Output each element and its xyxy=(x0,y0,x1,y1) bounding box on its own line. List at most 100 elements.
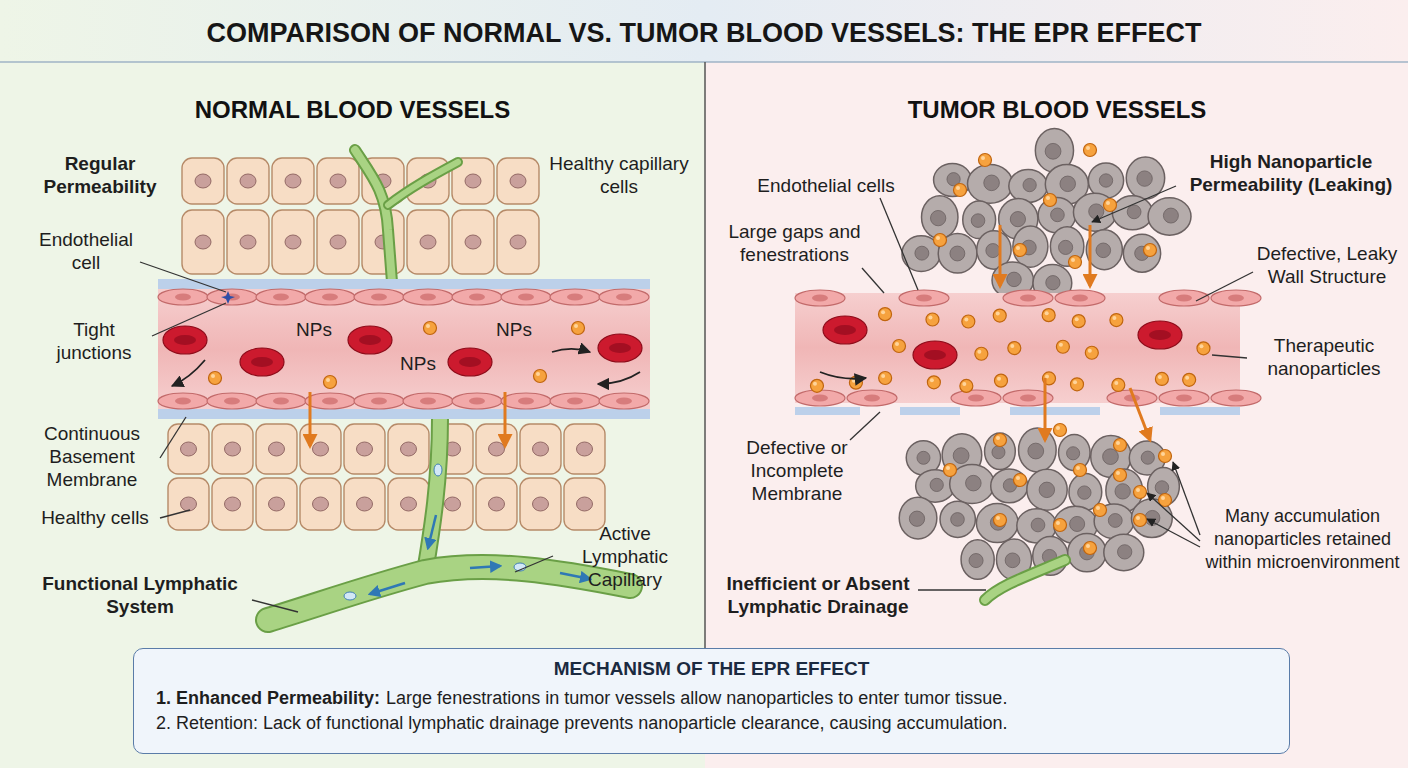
cell-nucleus xyxy=(240,174,256,188)
mechanism-text: 2. Retention: Lack of functional lymphat… xyxy=(156,711,1267,736)
nanoparticle-shine xyxy=(1158,375,1162,379)
endothelial-cell xyxy=(354,393,404,409)
nanoparticle xyxy=(1104,199,1117,212)
particle-tag: NPs xyxy=(296,318,346,341)
nanoparticle-shine xyxy=(1016,476,1020,480)
leak-arrow xyxy=(1130,388,1150,440)
red-blood-cell xyxy=(348,326,392,354)
cell-nucleus xyxy=(285,235,301,249)
nanoparticle xyxy=(994,374,1007,387)
callout-label: Endothelial cells xyxy=(745,174,907,197)
cell-nucleus xyxy=(533,442,549,456)
leader-line xyxy=(152,303,226,336)
nanoparticle xyxy=(810,379,823,392)
nanoparticle-shine xyxy=(895,342,899,346)
endothelial-cell xyxy=(599,289,649,305)
leak-arrow xyxy=(999,225,1002,286)
nanoparticle xyxy=(424,322,437,335)
nanoparticle xyxy=(1008,342,1021,355)
mechanism-box: MECHANISM OF THE EPR EFFECT1. Enhanced P… xyxy=(133,648,1290,754)
leader-line xyxy=(1173,462,1200,535)
lymphatic-vessel xyxy=(268,567,630,620)
mechanism-text: Large fenestrations in tumor vessels all… xyxy=(386,688,1007,708)
endothelial-cell xyxy=(847,390,897,406)
nanoparticle xyxy=(1071,378,1084,391)
cell-nucleus xyxy=(1039,482,1054,497)
endothelial-cell xyxy=(158,289,208,305)
cell-nucleus xyxy=(577,497,593,511)
healthy-cell xyxy=(388,424,429,474)
cell-nucleus xyxy=(1059,240,1073,254)
healthy-cell xyxy=(168,424,209,474)
nanoparticle-shine xyxy=(1071,258,1075,262)
cell-nucleus xyxy=(812,395,828,402)
tumor-cell xyxy=(899,497,937,539)
cell-nucleus xyxy=(1023,178,1036,191)
nanoparticle-shine xyxy=(962,382,966,386)
cell-nucleus xyxy=(909,511,924,526)
nanoparticle xyxy=(1074,464,1087,477)
nanoparticle-shine xyxy=(997,377,1001,381)
nanoparticle-shine xyxy=(1199,344,1203,348)
callout-label: Large gaps and fenestrations xyxy=(712,220,877,266)
cell-nucleus xyxy=(915,246,929,260)
nanoparticle xyxy=(1197,342,1210,355)
nanoparticle xyxy=(209,372,222,385)
tumor-cell xyxy=(1073,193,1116,231)
nanoparticle xyxy=(934,234,947,247)
nanoparticle xyxy=(994,514,1007,527)
cell-nucleus xyxy=(181,497,197,511)
cell-nucleus xyxy=(1103,449,1119,465)
endothelial-cell xyxy=(158,393,208,409)
nanoparticle-shine xyxy=(1112,316,1116,320)
tumor-cell xyxy=(1027,469,1067,510)
cell-nucleus xyxy=(322,294,338,301)
cell-nucleus xyxy=(195,174,211,188)
healthy-cell xyxy=(212,478,253,530)
cell-nucleus xyxy=(510,235,526,249)
leader-line xyxy=(862,268,884,293)
endothelial-cell xyxy=(256,393,306,409)
healthy-cell xyxy=(182,158,224,204)
cell-nucleus xyxy=(175,294,191,301)
broken-membrane xyxy=(1160,407,1240,415)
cell-nucleus xyxy=(225,497,241,511)
cell-nucleus xyxy=(269,497,285,511)
endothelial-cell xyxy=(256,289,306,305)
healthy-cell xyxy=(300,478,341,530)
endothelial-cell xyxy=(1055,290,1105,306)
nanoparticle xyxy=(1114,439,1127,452)
extravasation-arrow xyxy=(309,392,312,446)
callout-label: Many accumulation nanoparticles retained… xyxy=(1205,505,1400,574)
cell-nucleus xyxy=(330,174,346,188)
cell-nucleus xyxy=(1115,484,1130,499)
nanoparticle xyxy=(893,340,906,353)
leader-line xyxy=(850,412,880,440)
red-blood-cell xyxy=(913,341,957,369)
nanoparticle xyxy=(994,434,1007,447)
cell-nucleus xyxy=(322,398,338,405)
particle-tag: NPs xyxy=(496,318,546,341)
nanoparticle xyxy=(1155,372,1168,385)
nanoparticle-shine xyxy=(1073,380,1077,384)
mechanism-heading: MECHANISM OF THE EPR EFFECT xyxy=(156,658,1267,680)
cell-nucleus xyxy=(1141,451,1154,464)
nanoparticle-shine xyxy=(964,317,968,321)
nanoparticle xyxy=(1159,450,1172,463)
nanoparticle-shine xyxy=(1116,441,1120,445)
nanoparticle xyxy=(1014,474,1027,487)
nanoparticle-shine xyxy=(881,374,885,378)
red-blood-cell-center xyxy=(359,335,381,345)
tumor-cell xyxy=(1104,534,1144,570)
nanoparticle-shine xyxy=(1056,426,1060,430)
nanoparticle xyxy=(926,313,939,326)
callout-label: Healthy capillary cells xyxy=(548,152,690,198)
cell-nucleus xyxy=(971,214,985,228)
cell-nucleus xyxy=(577,442,593,456)
callout-label: Functional Lymphatic System xyxy=(30,572,250,618)
healthy-cell xyxy=(344,424,385,474)
particle-tag: NPs xyxy=(400,352,450,375)
panel-heading: TUMOR BLOOD VESSELS xyxy=(706,62,1408,124)
nanoparticle-shine xyxy=(930,378,934,382)
red-blood-cell-center xyxy=(174,335,196,345)
